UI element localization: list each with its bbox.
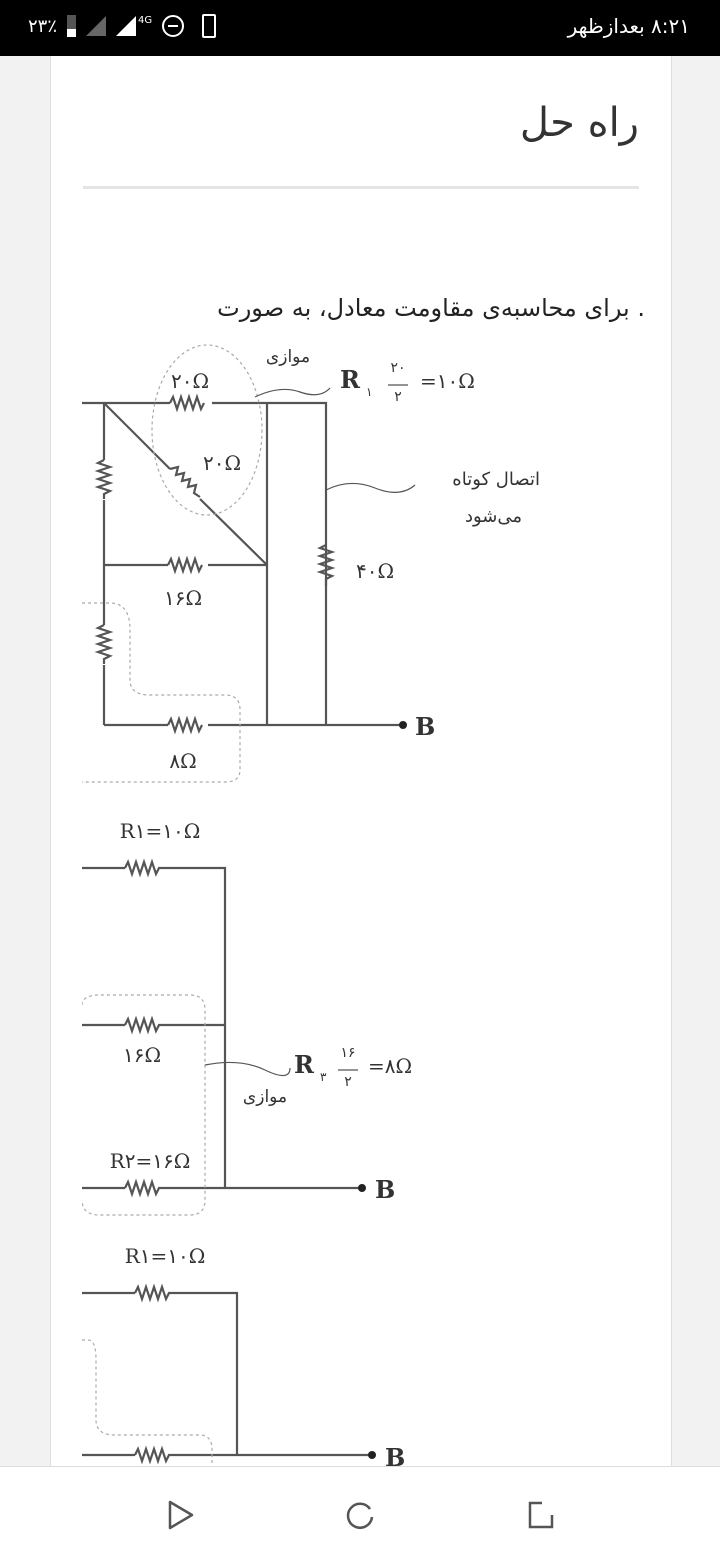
status-bar: ۲۳٪ 4G ۸:۲۱ بعدازظهر bbox=[0, 0, 720, 56]
label-parallel: موازی bbox=[266, 347, 310, 367]
label-r-right: ۴۰Ω bbox=[356, 559, 394, 583]
label-r1: R۱=۱۰Ω bbox=[125, 1244, 206, 1268]
formula-num: ۲۰ bbox=[390, 360, 405, 376]
formula-lhs: R bbox=[340, 365, 361, 394]
resistor-bottom bbox=[167, 715, 203, 735]
dnd-icon bbox=[162, 15, 185, 37]
battery-icon bbox=[67, 15, 77, 37]
node-b-label: B bbox=[385, 1443, 405, 1466]
home-icon[interactable] bbox=[342, 1497, 378, 1533]
circuit-diagrams: ۲۰Ω ۲۰Ω ۱۶Ω ۸Ω ۴۰Ω موازی R ۱ ۲۰ ۲ =۱۰Ω ا… bbox=[82, 344, 540, 1466]
formula-rhs: =۸Ω bbox=[368, 1054, 412, 1078]
resistor-mid bbox=[167, 555, 203, 575]
circuit-diagram-1: ۲۰Ω ۲۰Ω ۱۶Ω ۸Ω ۴۰Ω موازی R ۱ ۲۰ ۲ =۱۰Ω ا… bbox=[82, 344, 540, 783]
circuit-diagram-2: R۱=۱۰Ω ۱۶Ω R۲=۱۶Ω R ۳ ۱۶ ۲ =۸Ω موازی B bbox=[82, 819, 412, 1216]
label-parallel: موازی bbox=[243, 1087, 287, 1107]
recents-icon[interactable] bbox=[522, 1497, 558, 1533]
label-r1: R۱=۱۰Ω bbox=[120, 819, 201, 843]
resistor-left-2 bbox=[94, 624, 114, 664]
resistor-left-1 bbox=[94, 459, 114, 499]
label-r2: R۲=۱۶Ω bbox=[110, 1149, 191, 1173]
node-b-label: B bbox=[375, 1175, 395, 1204]
circuit-diagram-3: R۱=۱۰Ω B bbox=[82, 1244, 405, 1466]
content-card: راه حل . برای محاسبه‌ی مقاومت معادل، به … bbox=[50, 56, 672, 1466]
back-icon[interactable] bbox=[162, 1497, 198, 1533]
formula-num: ۱۶ bbox=[340, 1045, 355, 1061]
node-b-label: B bbox=[415, 712, 435, 741]
navigation-bar bbox=[0, 1466, 720, 1561]
formula-sub: ۳ bbox=[320, 1070, 327, 1084]
formula-den: ۲ bbox=[344, 1074, 352, 1090]
formula-sub: ۱ bbox=[366, 385, 372, 399]
resistor-top bbox=[169, 393, 205, 413]
formula-lhs: R bbox=[294, 1050, 315, 1079]
status-icons: ۲۳٪ 4G bbox=[28, 14, 217, 38]
network-type: 4G bbox=[138, 14, 153, 26]
label-r-top: ۲۰Ω bbox=[171, 369, 209, 393]
divider bbox=[83, 186, 639, 189]
label-short-circuit-2: می‌شود bbox=[465, 506, 522, 527]
page-title: راه حل bbox=[519, 100, 639, 146]
label-r-mid: ۱۶Ω bbox=[164, 586, 202, 610]
formula-den: ۲ bbox=[394, 389, 402, 405]
vibrate-icon bbox=[202, 14, 217, 38]
label-r-bottom: ۸Ω bbox=[169, 749, 196, 773]
label-r-mid: ۱۶Ω bbox=[123, 1043, 161, 1067]
clock: ۸:۲۱ بعدازظهر bbox=[567, 14, 690, 38]
battery-percent: ۲۳٪ bbox=[28, 15, 58, 37]
resistor-diag bbox=[169, 465, 201, 498]
signal-icon bbox=[86, 16, 107, 36]
intro-text: . برای محاسبه‌ی مقاومت معادل، به صورت bbox=[217, 294, 645, 322]
label-r-diag: ۲۰Ω bbox=[203, 451, 241, 475]
signal-4g-icon bbox=[116, 16, 137, 36]
resistor-right bbox=[316, 544, 336, 586]
label-short-circuit-1: اتصال کوتاه bbox=[452, 469, 540, 490]
formula-rhs: =۱۰Ω bbox=[420, 369, 475, 393]
